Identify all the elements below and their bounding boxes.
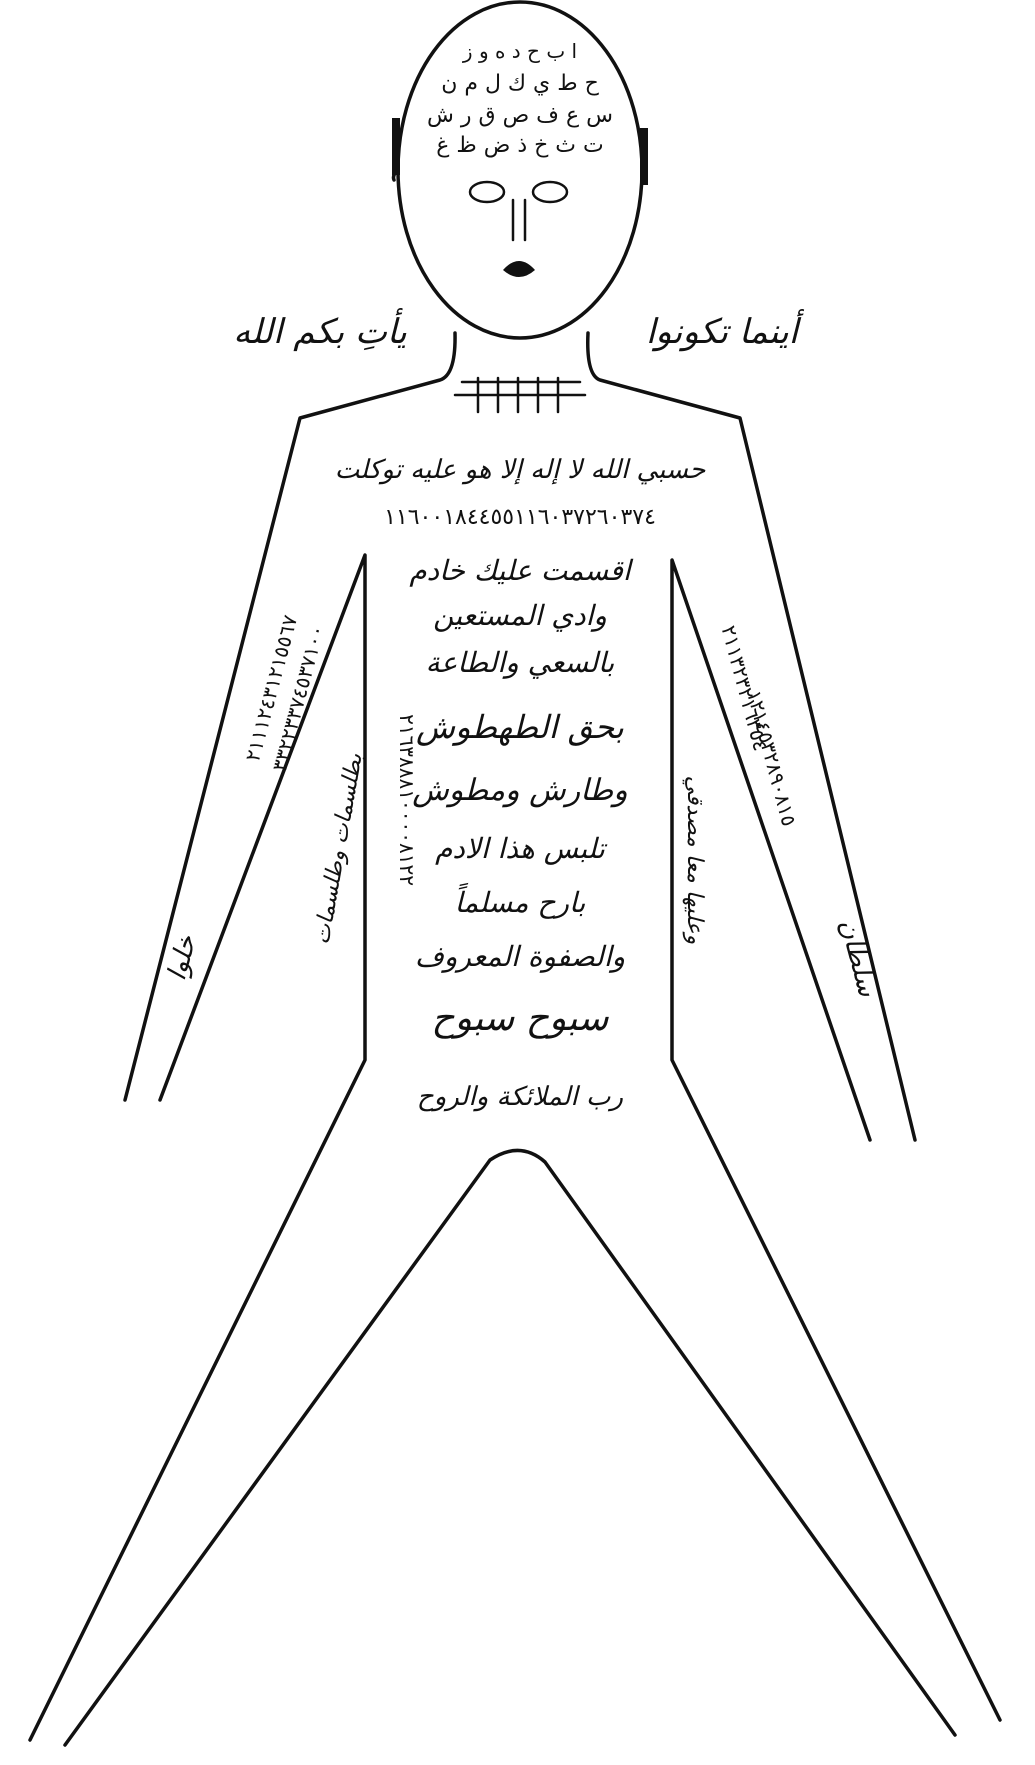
- crotch-contour: [65, 1150, 955, 1745]
- svg-text:س ع ف ص ق ر ش: س ع ف ص ق ر ش: [427, 103, 613, 128]
- right-eye: [533, 182, 567, 202]
- svg-text:رب الملائكة والروح: رب الملائكة والروح: [417, 1082, 624, 1112]
- torso-right-edge-text: وعليها معا مصدقي: [682, 776, 707, 945]
- right-arm-text: ٢١١٣٢٣٢١٦٣٥٤ ١٢١٤٥٣٢٨٩٠٨١٥ سلطان: [716, 623, 882, 1001]
- svg-text:وطارش ومطوش: وطارش ومطوش: [412, 773, 627, 808]
- svg-text:ا ب ح د ه و ز: ا ب ح د ه و ز: [462, 39, 577, 63]
- svg-text:بحق الطهطوش: بحق الطهطوش: [416, 708, 624, 746]
- left-ear-hatch: [392, 118, 400, 175]
- torso-text: اقسمت عليك خادم وادي المستعين بالسعي وال…: [409, 554, 634, 1112]
- right-ear-hatch: [640, 128, 648, 185]
- svg-text:بارح مسلماً: بارح مسلماً: [455, 882, 586, 919]
- torso-left-edge-text: بطلسمات وطلسمات: [309, 751, 367, 946]
- svg-text:اقسمت عليك خادم: اقسمت عليك خادم: [409, 554, 634, 587]
- neck-marks: [455, 378, 585, 412]
- svg-text:ح ط ي ك ل م ن: ح ط ي ك ل م ن: [441, 71, 599, 96]
- mouth: [503, 261, 535, 277]
- svg-text:١٢١٤٥٣٢٨٩٠٨١٥: ١٢١٤٥٣٢٨٩٠٨١٥: [742, 688, 801, 829]
- svg-text:والصفوة المعروف: والصفوة المعروف: [415, 940, 625, 973]
- nose: [513, 200, 525, 240]
- left-arm-text: ٢١١١٢٤٣١٢١٥٥٦٧ ٣٣٢٢٣٣٧٤٥٣٧١٠٠ خلوا: [162, 612, 329, 984]
- svg-text:تلبس هذا الادم: تلبس هذا الادم: [435, 832, 608, 865]
- text-beside-head-right: أينما تكونوا: [646, 309, 805, 352]
- numbers-text: ١١٦٠٠١٨٤٤٥٥١١٦٠٣٧٢٦٠٣٧٤: [384, 505, 656, 530]
- shoulders-text: حسبي الله لا إله إلا هو عليه توكلت: [335, 455, 706, 485]
- head-text: ا ب ح د ه و ز ح ط ي ك ل م ن س ع ف ص ق ر …: [427, 39, 613, 158]
- left-eye: [470, 182, 504, 202]
- text-beside-head-left: يأتِ بكم الله: [233, 308, 407, 352]
- svg-text:سبوح سبوح: سبوح سبوح: [431, 998, 609, 1039]
- svg-text:بالسعي والطاعة: بالسعي والطاعة: [426, 646, 615, 679]
- svg-text:وادي المستعين: وادي المستعين: [433, 599, 607, 632]
- svg-text:ت ث خ ذ ض ظ غ: ت ث خ ذ ض ظ غ: [436, 133, 603, 158]
- svg-text:سلطان: سلطان: [833, 916, 883, 1001]
- torso-right-contour: [672, 560, 1000, 1720]
- torso-left-number-column: ٢١٦٣٨٨٨١٠٠٠٠٨١٢٢: [395, 714, 419, 886]
